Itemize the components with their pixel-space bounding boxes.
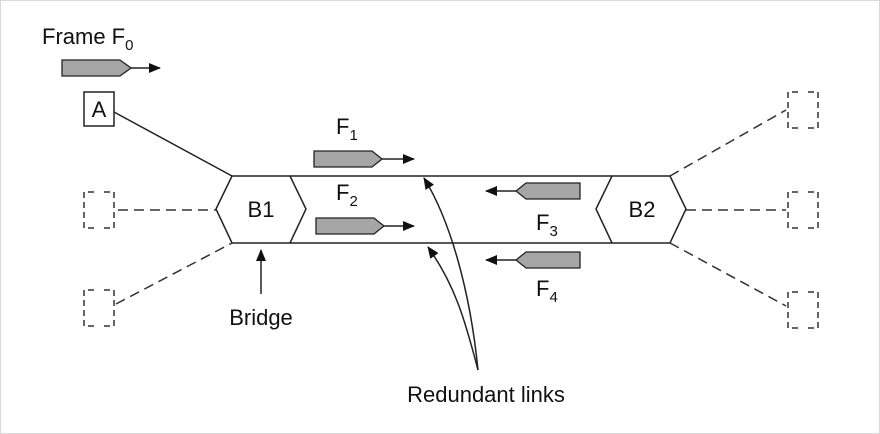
right-dashed-host-3 bbox=[787, 291, 819, 329]
frame-f3-packet bbox=[485, 182, 581, 200]
left-dashed-link-2 bbox=[115, 242, 233, 305]
redundant-bottom-pointer-arrow bbox=[427, 246, 479, 371]
frame-f1-packet bbox=[313, 150, 415, 168]
frame-f1-label: F1 bbox=[336, 114, 358, 144]
bridge-b2-label: B2 bbox=[629, 197, 656, 222]
redundant-top-pointer-arrow bbox=[423, 177, 479, 371]
left-dashed-host-2 bbox=[83, 289, 115, 327]
right-dashed-host-2 bbox=[787, 191, 819, 229]
right-dashed-link-1 bbox=[669, 109, 787, 177]
frame-f0-packet bbox=[61, 59, 161, 77]
frame-f3-label: F3 bbox=[536, 210, 558, 240]
bridge-b1-shape bbox=[215, 175, 307, 244]
host-a-label: A bbox=[92, 97, 107, 122]
right-dashed-link-3 bbox=[669, 242, 787, 307]
bridge-b1-label: B1 bbox=[248, 197, 275, 222]
frame-f4-packet bbox=[485, 251, 581, 269]
left-dashed-host-1 bbox=[83, 191, 115, 229]
right-dashed-host-1 bbox=[787, 91, 819, 129]
bridge-caption: Bridge bbox=[229, 305, 293, 330]
redundant-links-caption: Redundant links bbox=[407, 382, 565, 407]
frame-f4-label: F4 bbox=[536, 276, 558, 306]
frame-f0-label: Frame F0 bbox=[42, 24, 133, 54]
frame-f2-label: F2 bbox=[336, 180, 358, 210]
host-a-link bbox=[113, 111, 233, 177]
frame-f2-packet bbox=[315, 217, 415, 235]
host-a-box bbox=[83, 91, 115, 127]
